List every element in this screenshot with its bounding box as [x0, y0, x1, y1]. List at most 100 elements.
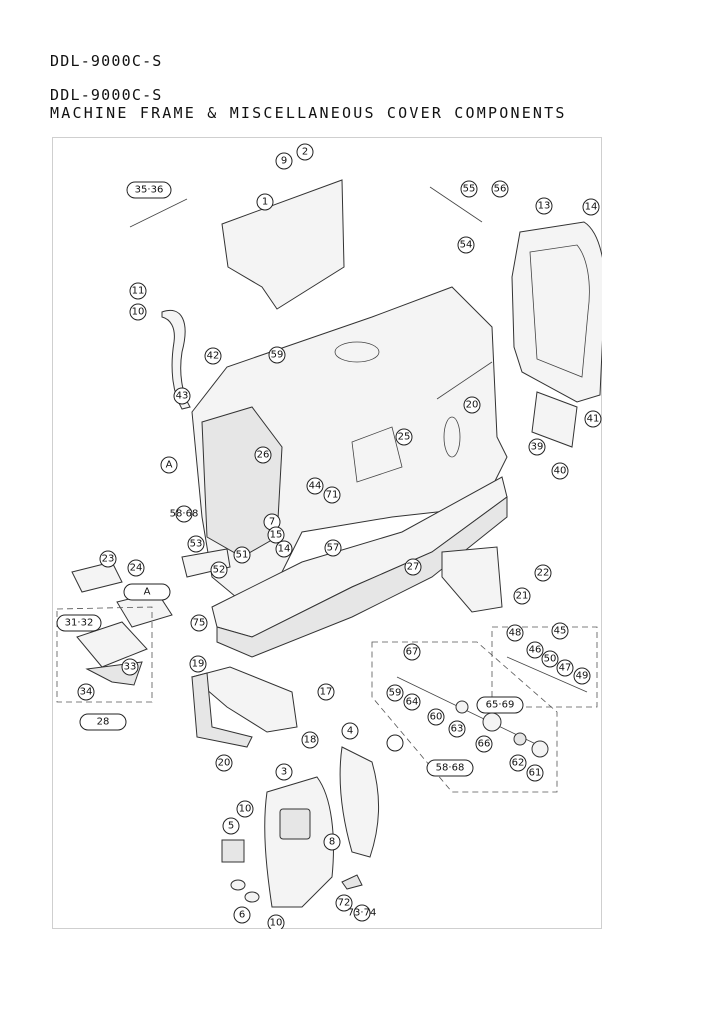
callout-24: 23 [102, 554, 115, 565]
callout-73-74: A [144, 587, 151, 598]
callout-18: 17 [320, 687, 333, 698]
callout-bubble: 48 [506, 624, 524, 642]
callout-bubble: 39 [528, 438, 546, 456]
callout-66: 66 [478, 739, 491, 750]
callout-bubble: 72 [335, 894, 353, 912]
callout-bubble: 58·68 [170, 505, 199, 523]
callout-bubble: 71 [323, 486, 341, 504]
callout-bubble: 59 [268, 346, 286, 364]
callout-65-69: 65·69 [486, 700, 515, 711]
callout-bubble: 20 [463, 396, 481, 414]
callout-61: 61 [529, 768, 542, 779]
callout-bubble: 50 [541, 650, 559, 668]
callout-29-30: 28 [97, 717, 110, 728]
gear-61 [531, 740, 549, 758]
callout-bubble: 10 [267, 914, 285, 929]
callout-51: 53 [190, 539, 203, 550]
callout-bubble: 26 [254, 446, 272, 464]
callout-bubble: 27 [404, 558, 422, 576]
callout-bubble: 34 [77, 683, 95, 701]
callout-60: 60 [430, 712, 443, 723]
callout-bubble: 5 [222, 817, 240, 835]
callout-bubble: 57 [324, 539, 342, 557]
callout-bubble: 9 [275, 152, 293, 170]
callout-bubble: 1 [256, 193, 274, 211]
callout-38: 40 [554, 466, 567, 477]
callout-26: 25 [398, 432, 411, 443]
callout-4: 4 [347, 726, 353, 737]
callout-bubble: 43 [173, 387, 191, 405]
callout-bubble: 31·32 [56, 614, 102, 632]
caution-label [221, 839, 245, 863]
callout-bubble: 10 [236, 800, 254, 818]
callout-bubble: 13 [535, 197, 553, 215]
callout-bubble: 35·36 [126, 181, 172, 199]
callout-42: 44 [309, 481, 322, 492]
callout-39: 41 [587, 414, 600, 425]
callout-bubble: 8 [323, 833, 341, 851]
callout-22: 21 [516, 591, 529, 602]
callout-bubble: 58·68 [426, 759, 474, 777]
gear-66 [482, 712, 502, 732]
callout-bubble: 41 [584, 410, 602, 428]
pulley-cover [511, 221, 602, 403]
handle [161, 310, 191, 410]
cover-frame [339, 746, 379, 858]
callout-14: 13 [538, 201, 551, 212]
callout-56: 58·68 [170, 509, 199, 520]
callout-bubble: 14 [275, 540, 293, 558]
arm-slot [436, 361, 493, 400]
callout-bubble: 67 [403, 643, 421, 661]
callout-33: 33 [124, 662, 137, 673]
callout-48: 50 [544, 654, 557, 665]
callout-55: 57 [327, 543, 340, 554]
slide-plate-group [56, 606, 153, 703]
arm-window [443, 416, 461, 458]
callout-43: 45 [554, 626, 567, 637]
callout-bubble: 73·74 [348, 904, 376, 922]
callout-bubble: 18 [301, 731, 319, 749]
callout-27: 26 [257, 450, 270, 461]
callout-bubble: 22 [534, 564, 552, 582]
callout-bubble: 28 [79, 713, 127, 731]
callout-63: 63 [451, 724, 464, 735]
callout-17: 15 [270, 530, 283, 541]
callout-bubble: 40 [551, 462, 569, 480]
callout-bubble: 21 [513, 587, 531, 605]
callout-bubble: 23 [99, 550, 117, 568]
callout-A-1: A [166, 460, 173, 471]
callout-bubble: 6 [233, 906, 251, 924]
side-plate [531, 391, 578, 448]
gear-62 [513, 732, 527, 746]
model-number-heading: DDL-9000C-S [50, 52, 163, 70]
callout-57: 59 [271, 350, 284, 361]
callout-bubble: 11 [129, 282, 147, 300]
callout-bubble: 65·69 [476, 696, 524, 714]
callout-bubble: 14 [582, 198, 600, 216]
callout-67: 67 [406, 647, 419, 658]
callout-bubble: 66 [475, 735, 493, 753]
rod [129, 198, 188, 228]
callout-bubble: 10 [129, 303, 147, 321]
callout-bubble: 15 [267, 526, 285, 544]
callout-bubble: 75 [190, 614, 208, 632]
callout-bubble: 62 [509, 754, 527, 772]
callout-bubble: 46 [526, 641, 544, 659]
bed-bracket [190, 666, 298, 733]
cap-a [230, 879, 246, 891]
callout-layer: 2 9 1 35·36 55 56 13 14 54 11 10 42 59 4… [56, 143, 602, 929]
exploded-parts-diagram: 2 9 1 35·36 55 56 13 14 54 11 10 42 59 4… [56, 143, 602, 929]
callout-10-top: 10 [239, 804, 252, 815]
callout-52: 54 [460, 240, 473, 251]
callout-53: 55 [463, 184, 476, 195]
callout-bubble: 4 [341, 722, 359, 740]
callout-bubble: 42 [204, 347, 222, 365]
callout-34: 34 [80, 687, 93, 698]
callout-bubble: 19 [189, 655, 207, 673]
callout-bubble: 20 [215, 754, 233, 772]
callout-5: 5 [228, 821, 234, 832]
callout-bubble: 54 [457, 236, 475, 254]
face-plate-window [279, 808, 311, 840]
callout-40: 42 [207, 351, 220, 362]
callout-bubble: 24 [127, 559, 145, 577]
